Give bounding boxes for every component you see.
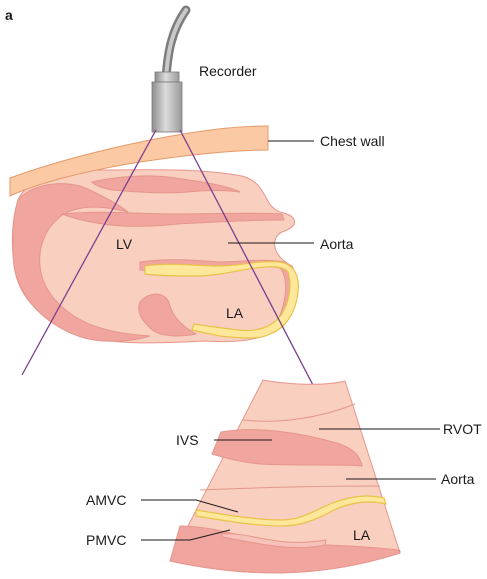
probe-collar <box>155 72 179 82</box>
label-ivs: IVS <box>176 432 199 448</box>
label-recorder: Recorder <box>199 63 257 79</box>
label-amvc: AMVC <box>86 492 126 508</box>
label-pmvc: PMVC <box>86 532 126 548</box>
label-chest-wall: Chest wall <box>320 133 385 149</box>
label-aorta-bottom: Aorta <box>441 471 475 487</box>
label-la-top: LA <box>226 305 244 321</box>
probe-head <box>152 82 182 132</box>
recorder-probe <box>152 10 186 132</box>
label-rvot: RVOT <box>443 421 482 437</box>
label-lv: LV <box>116 236 133 252</box>
label-la-bottom: LA <box>353 527 371 543</box>
panel-letter: a <box>5 7 13 23</box>
heart-upper <box>12 170 298 343</box>
echo-sector <box>170 380 400 573</box>
label-aorta-top: Aorta <box>320 236 354 252</box>
